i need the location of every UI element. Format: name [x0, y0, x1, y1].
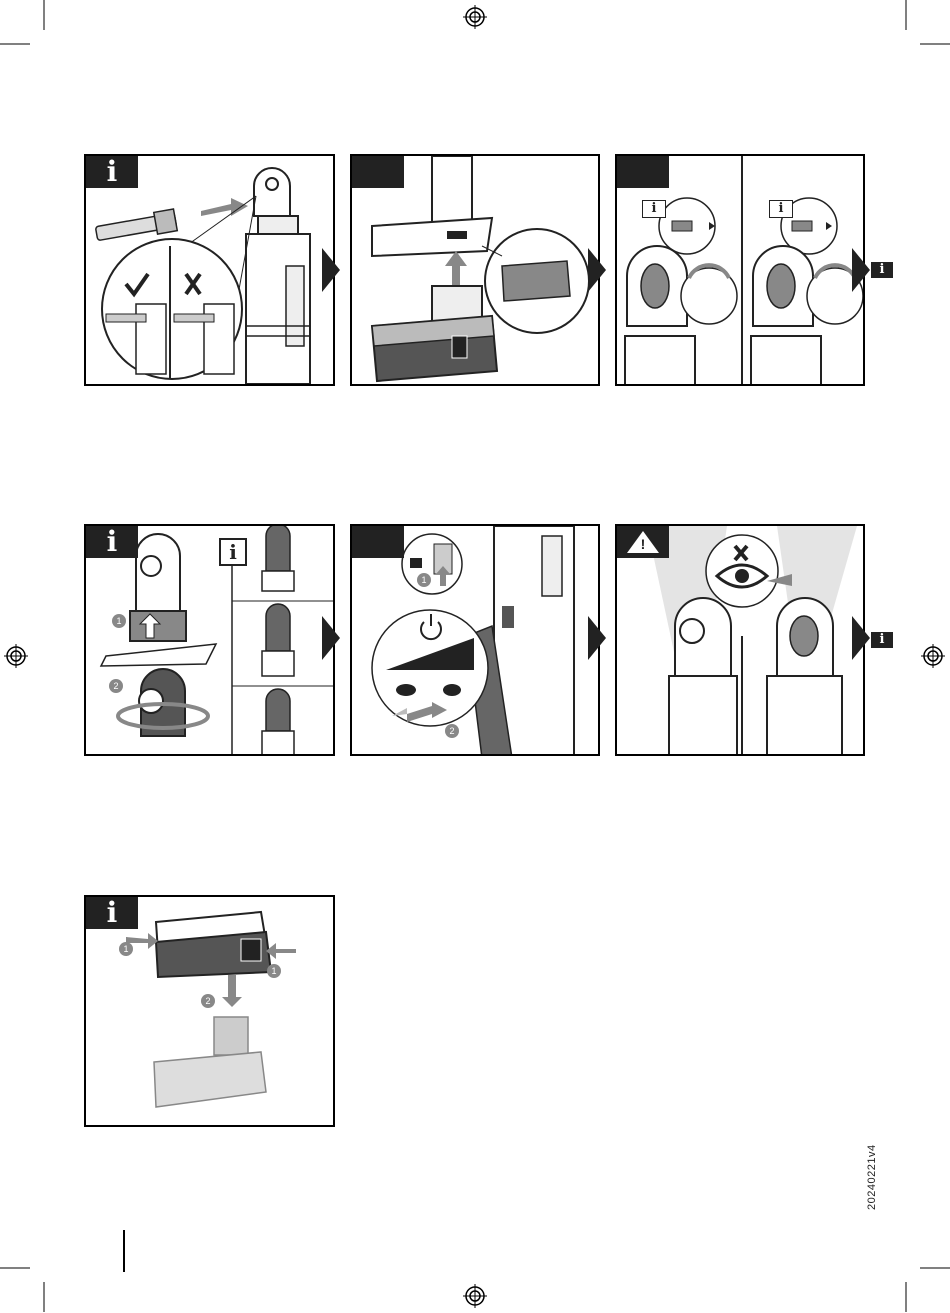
registration-mark-icon [4, 644, 28, 673]
registration-mark-icon [463, 5, 487, 34]
step-number: 2 [201, 994, 215, 1008]
document-version: 20240221v4 [866, 1144, 878, 1210]
info-icon: i [871, 632, 893, 648]
info-icon: i [86, 156, 138, 188]
panel-remove-battery: i 1 1 2 [84, 895, 335, 1127]
panel-lock-and-speed: 1 2 [350, 524, 600, 756]
panel-insert-battery [350, 154, 600, 386]
step-number: 2 [109, 679, 123, 693]
step-tab [352, 526, 404, 558]
info-icon: i [219, 538, 247, 566]
step-number: 1 [119, 942, 133, 956]
registration-mark-icon [463, 1284, 487, 1313]
step-number: 2 [445, 724, 459, 738]
panel-warning-light: ! [615, 524, 865, 756]
step-number: 1 [417, 573, 431, 587]
next-arrow-icon [852, 616, 870, 660]
next-arrow-icon [588, 616, 606, 660]
next-arrow-icon [322, 248, 340, 292]
info-icon: i [86, 897, 138, 929]
fast-speed-rabbit-icon [443, 684, 461, 696]
panel-direction-selector: i i [615, 154, 865, 386]
next-arrow-icon [322, 616, 340, 660]
registration-mark-icon [921, 644, 945, 673]
next-arrow-icon [588, 248, 606, 292]
step-number: 1 [112, 614, 126, 628]
step-number: 1 [267, 964, 281, 978]
panel-rotate-head: i i 1 2 [84, 524, 335, 756]
info-icon: i [642, 200, 666, 218]
warning-symbol: ! [637, 536, 649, 552]
next-arrow-icon [852, 248, 870, 292]
info-icon: i [769, 200, 793, 218]
slow-speed-turtle-icon [396, 684, 416, 696]
panel-attach-socket: i [84, 154, 335, 386]
step-tab [617, 156, 669, 188]
step-tab [352, 156, 404, 188]
info-icon: i [871, 262, 893, 278]
info-icon: i [86, 526, 138, 558]
